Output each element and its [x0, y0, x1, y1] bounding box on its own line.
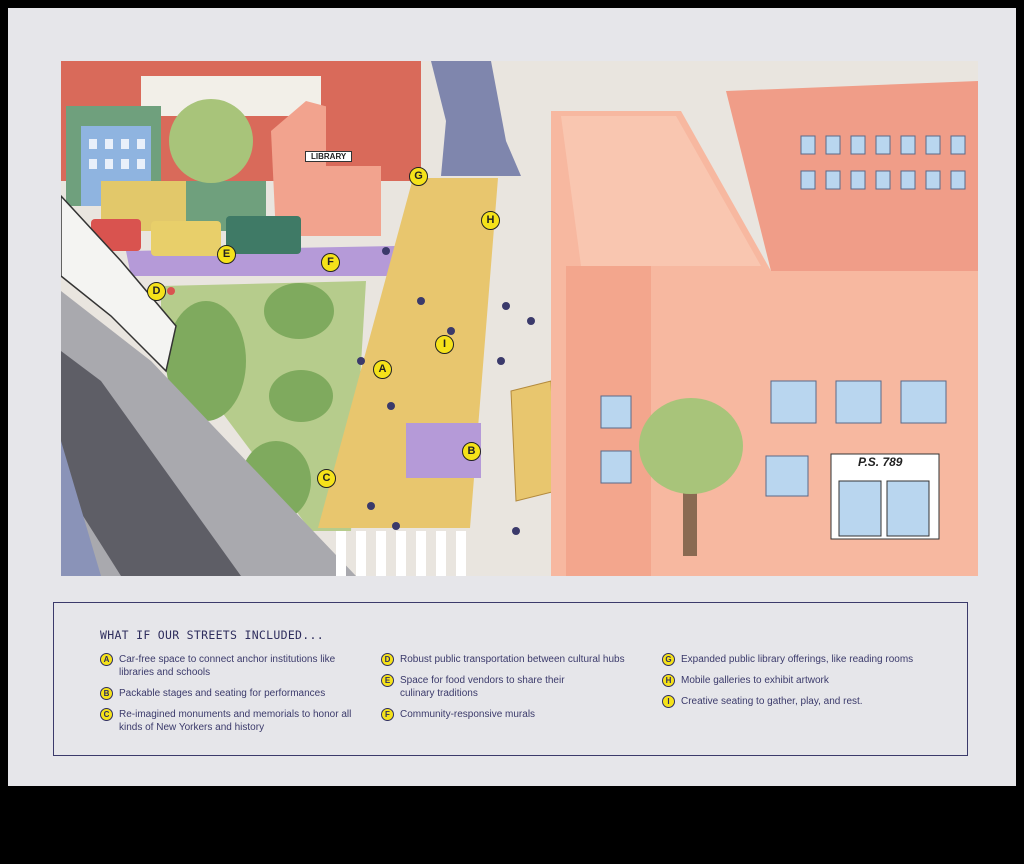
legend-badge: B: [100, 687, 113, 700]
legend-item: C Re-imagined monuments and memorials to …: [100, 708, 370, 734]
tree: [169, 99, 253, 183]
crosswalk: [336, 531, 466, 576]
legend-title: WHAT IF OUR STREETS INCLUDED...: [100, 628, 324, 642]
legend-column: G Expanded public library offerings, like…: [662, 653, 932, 716]
legend-item: D Robust public transportation between cu…: [381, 653, 631, 666]
subway-train: [61, 194, 177, 373]
legend-item: I Creative seating to gather, play, and r…: [662, 695, 932, 708]
marker-h: H: [481, 211, 500, 230]
legend-column: A Car-free space to connect anchor instit…: [100, 653, 370, 742]
legend-badge: A: [100, 653, 113, 666]
marker-b: B: [462, 442, 481, 461]
marker-i: I: [435, 335, 454, 354]
legend-column: D Robust public transportation between cu…: [381, 653, 631, 729]
legend-text: Community-responsive murals: [400, 709, 536, 720]
legend-box: WHAT IF OUR STREETS INCLUDED... A Car-fre…: [53, 602, 968, 756]
legend-badge: G: [662, 653, 675, 666]
legend-text: Expanded public library offerings, like …: [681, 654, 914, 665]
legend-text: Robust public transportation between cul…: [400, 654, 625, 665]
marker-f: F: [321, 253, 340, 272]
library-sign: LIBRARY: [305, 151, 353, 162]
legend-text: Re-imagined monuments and memorials to h…: [119, 709, 352, 733]
poster-panel: LIBRARY P.S. 789 A B C D E F G H I WHAT …: [8, 8, 1016, 786]
school-sign: P.S. 789: [858, 455, 903, 469]
legend-text: Mobile galleries to exhibit artwork: [681, 675, 829, 686]
marker-g: G: [409, 167, 428, 186]
food-truck: [151, 221, 221, 256]
marker-e: E: [217, 245, 236, 264]
legend-item: E Space for food vendors to share their c…: [381, 674, 591, 700]
marker-c: C: [317, 469, 336, 488]
legend-text: Car-free space to connect anchor institu…: [119, 654, 336, 678]
road: [431, 61, 521, 176]
legend-badge: C: [100, 708, 113, 721]
marker-a: A: [373, 360, 392, 379]
legend-text: Creative seating to gather, play, and re…: [681, 696, 863, 707]
illustration-art: [61, 61, 978, 576]
legend-item: A Car-free space to connect anchor instit…: [100, 653, 370, 679]
food-truck: [226, 216, 301, 254]
legend-badge: F: [381, 708, 394, 721]
legend-item: G Expanded public library offerings, like…: [662, 653, 932, 666]
tree: [639, 398, 743, 494]
legend-badge: E: [381, 674, 394, 687]
marker-d: D: [147, 282, 166, 301]
legend-item: F Community-responsive murals: [381, 708, 631, 721]
legend-badge: I: [662, 695, 675, 708]
legend-item: B Packable stages and seating for perform…: [100, 687, 370, 700]
legend-badge: D: [381, 653, 394, 666]
street-illustration: LIBRARY P.S. 789 A B C D E F G H I: [61, 61, 978, 576]
legend-item: H Mobile galleries to exhibit artwork: [662, 674, 932, 687]
legend-text: Space for food vendors to share their cu…: [400, 675, 565, 699]
legend-text: Packable stages and seating for performa…: [119, 688, 326, 699]
legend-badge: H: [662, 674, 675, 687]
